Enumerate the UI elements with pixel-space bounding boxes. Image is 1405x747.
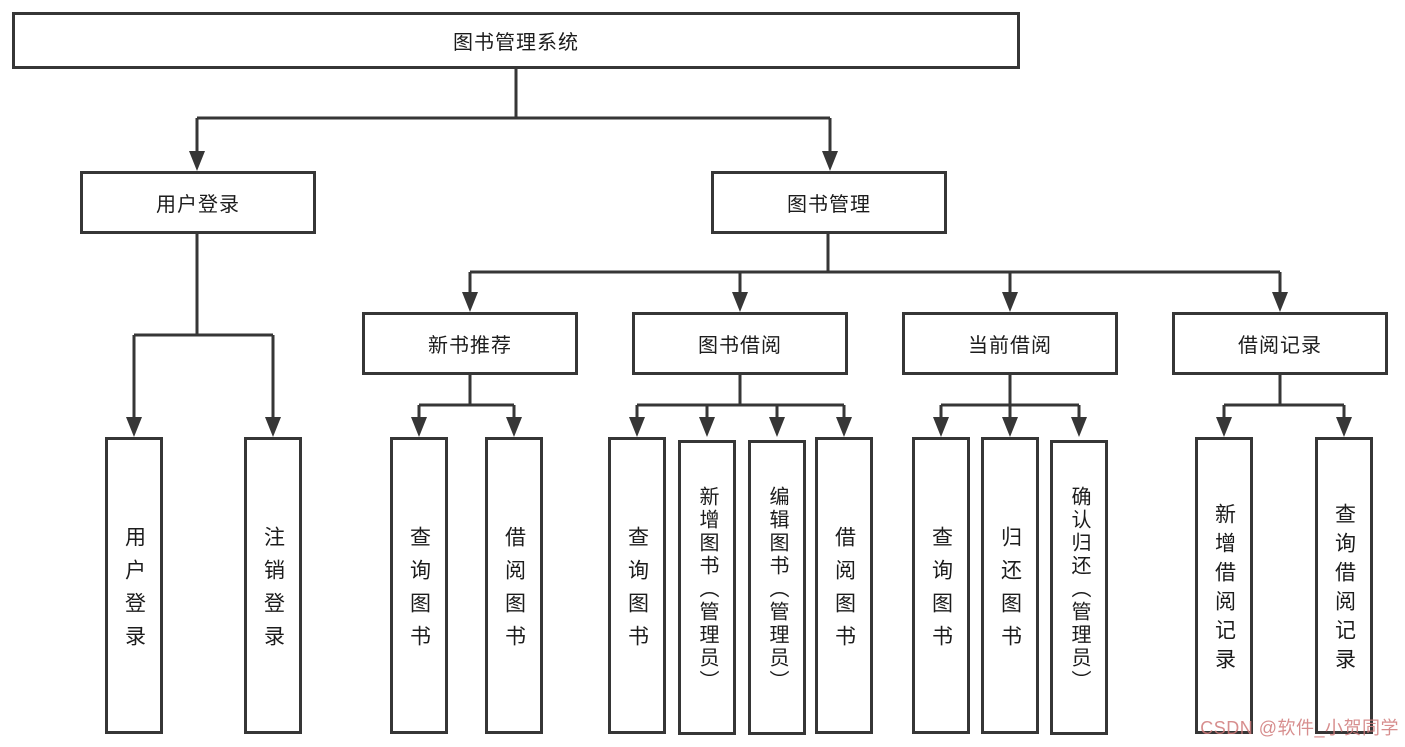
node-root-label: 图书管理系统 — [453, 32, 579, 54]
leaf-borrow-book-2: 借阅图书 — [815, 437, 873, 734]
leaf-confirm-return-admin: 确认归还（管理员） — [1050, 440, 1108, 735]
leaf-confirm-return-admin-label: 确认归还（管理员） — [1068, 485, 1090, 693]
leaf-query-book-1: 查询图书 — [390, 437, 448, 734]
leaf-borrow-book-1: 借阅图书 — [485, 437, 543, 734]
csdn-watermark: CSDN @软件_小贺同学 — [1200, 718, 1399, 738]
leaf-logout: 注销登录 — [244, 437, 302, 734]
leaf-add-borrow-record: 新增借阅记录 — [1195, 437, 1253, 734]
leaf-query-book-1-label: 查询图书 — [407, 525, 431, 658]
node-current-borrow-label: 当前借阅 — [968, 335, 1052, 357]
leaf-query-book-2: 查询图书 — [608, 437, 666, 734]
leaf-borrow-book-1-label: 借阅图书 — [502, 525, 526, 658]
leaf-add-borrow-record-label: 新增借阅记录 — [1212, 502, 1236, 677]
leaf-return-book-label: 归还图书 — [998, 525, 1022, 658]
leaf-borrow-book-2-label: 借阅图书 — [832, 525, 856, 658]
leaf-query-book-3-label: 查询图书 — [929, 525, 953, 658]
leaf-query-borrow-record: 查询借阅记录 — [1315, 437, 1373, 734]
node-book-management: 图书管理 — [711, 171, 947, 234]
node-new-book-recommend-label: 新书推荐 — [428, 335, 512, 357]
node-user-login: 用户登录 — [80, 171, 316, 234]
leaf-add-book-admin-label: 新增图书（管理员） — [696, 485, 718, 693]
node-user-login-label: 用户登录 — [156, 194, 240, 216]
node-new-book-recommend: 新书推荐 — [362, 312, 578, 375]
leaf-user-login: 用户登录 — [105, 437, 163, 734]
leaf-query-book-2-label: 查询图书 — [625, 525, 649, 658]
node-book-management-label: 图书管理 — [787, 194, 871, 216]
node-borrow-records: 借阅记录 — [1172, 312, 1388, 375]
node-borrow-records-label: 借阅记录 — [1238, 335, 1322, 357]
leaf-query-borrow-record-label: 查询借阅记录 — [1332, 502, 1356, 677]
leaf-edit-book-admin-label: 编辑图书（管理员） — [766, 485, 788, 693]
leaf-query-book-3: 查询图书 — [912, 437, 970, 734]
leaf-edit-book-admin: 编辑图书（管理员） — [748, 440, 806, 735]
node-book-borrow-label: 图书借阅 — [698, 335, 782, 357]
leaf-user-login-label: 用户登录 — [122, 525, 146, 658]
leaf-return-book: 归还图书 — [981, 437, 1039, 734]
leaf-add-book-admin: 新增图书（管理员） — [678, 440, 736, 735]
node-book-borrow: 图书借阅 — [632, 312, 848, 375]
node-root: 图书管理系统 — [12, 12, 1020, 69]
leaf-logout-label: 注销登录 — [261, 525, 285, 658]
node-current-borrow: 当前借阅 — [902, 312, 1118, 375]
